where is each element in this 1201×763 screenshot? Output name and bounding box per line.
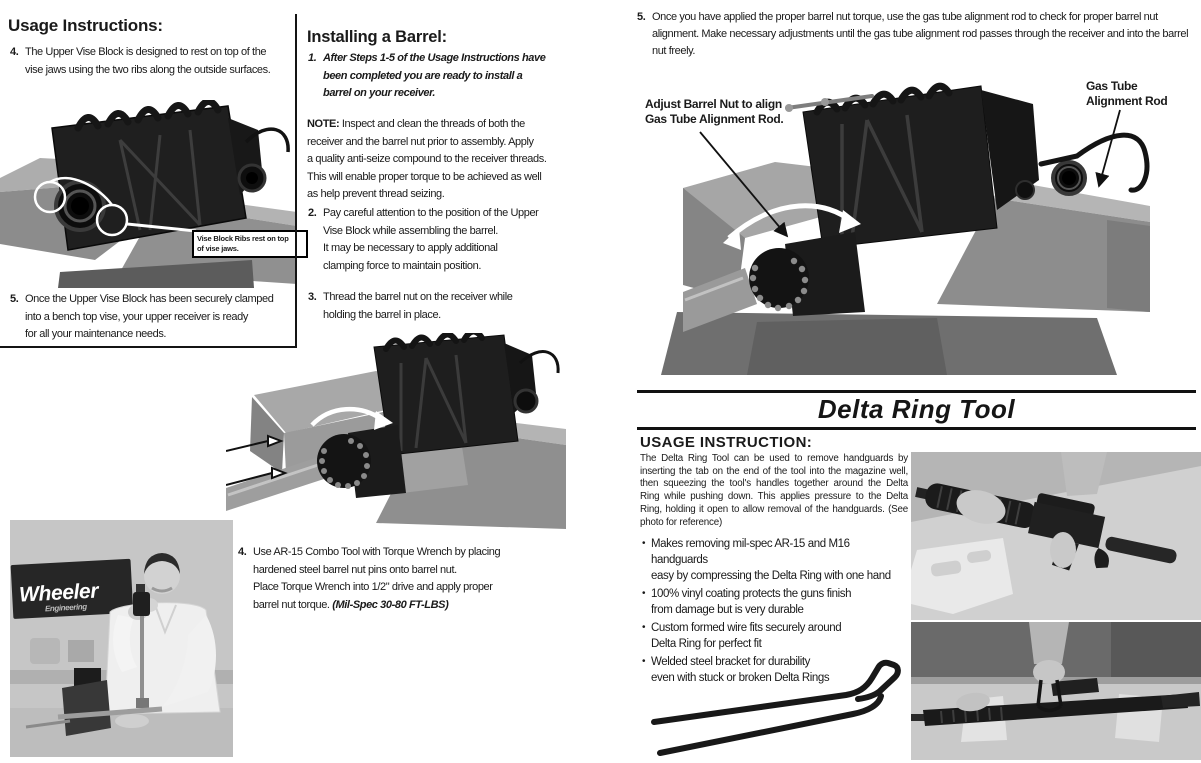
vise-block xyxy=(785,82,998,249)
delta-ring-tool-drawing xyxy=(651,659,901,756)
person xyxy=(104,553,221,728)
delta-title-rule-bottom xyxy=(637,427,1196,430)
step-number: 4. xyxy=(10,46,19,58)
step-number: 3. xyxy=(308,291,317,303)
step-number: 1. xyxy=(308,52,317,64)
bench-vise xyxy=(25,668,163,736)
install-step-4: 4. Use AR-15 Combo Tool with Torque Wren… xyxy=(238,544,568,614)
barrel xyxy=(226,457,324,511)
adjust-label-arrow-icon xyxy=(699,131,789,238)
handguard-removal-photo-2 xyxy=(911,622,1201,760)
arm xyxy=(1029,622,1069,664)
front-sight xyxy=(228,118,290,195)
gas-tube-alignment-photo xyxy=(661,82,1150,375)
wheeler-banner: Wheeler Engineering xyxy=(10,558,134,619)
step-number: 5. xyxy=(637,11,646,23)
hand xyxy=(956,692,990,712)
vise-block xyxy=(51,100,247,251)
step-number: 5. xyxy=(10,293,19,305)
step-text: Pay careful attention to the position of… xyxy=(323,207,539,272)
usage-instruction-paragraph: The Delta Ring Tool can be used to remov… xyxy=(640,453,908,528)
bullet-icon: • xyxy=(642,538,646,549)
handguard-removal-photo-1 xyxy=(911,452,1201,620)
step-number: 2. xyxy=(308,207,317,219)
delta-tool-feature-list: •Makes removing mil-spec AR-15 and M16 h… xyxy=(642,536,908,688)
adjust-barrel-nut-label: Adjust Barrel Nut to align Gas Tube Alig… xyxy=(645,97,784,126)
gas-tube-rod-label: Gas Tube Alignment Rod xyxy=(1086,79,1168,108)
torque-wrench xyxy=(133,584,150,708)
delta-ring-tool-title: Delta Ring Tool xyxy=(817,394,1016,424)
step-text: Once the Upper Vise Block has been secur… xyxy=(25,293,274,340)
insert-direction-arrows-icon xyxy=(226,434,288,486)
step-text: Use AR-15 Combo Tool with Torque Wrench … xyxy=(253,546,501,611)
usage-instruction-heading: USAGE INSTRUCTION: xyxy=(640,434,813,451)
note-label: NOTE: xyxy=(307,118,340,130)
installing-barrel-heading: Installing a Barrel: xyxy=(307,28,447,46)
front-sight xyxy=(981,90,1087,210)
install-note: NOTE: Inspect and clean the threads of b… xyxy=(307,116,599,204)
feature-item: •Welded steel bracket for durability eve… xyxy=(642,656,830,684)
note-text: Inspect and clean the threads of both th… xyxy=(307,118,547,200)
hand xyxy=(1050,532,1076,568)
bullet-icon: • xyxy=(642,656,646,667)
vise-block xyxy=(373,333,519,456)
torque-spec-emphasis: (Mil-Spec 30-80 FT-LBS) xyxy=(332,598,449,611)
install-step-5: 5. Once you have applied the proper barr… xyxy=(637,9,1194,60)
hand xyxy=(1033,660,1065,684)
install-step-3: 3. Thread the barrel nut on the receiver… xyxy=(308,289,598,324)
usage-instructions-heading: Usage Instructions: xyxy=(8,16,163,35)
barrel-threading-photo xyxy=(226,333,566,529)
feature-item: •Custom formed wire fits securely around… xyxy=(642,622,842,650)
rib-highlight-circles-icon xyxy=(33,176,197,237)
vise-ribs-callout: Vise Block Ribs rest on top of vise jaws… xyxy=(192,230,308,258)
step-text: After Steps 1-5 of the Usage Instruction… xyxy=(323,52,546,99)
usage-step-4: 4. The Upper Vise Block is designed to r… xyxy=(10,44,294,79)
front-sight xyxy=(504,343,560,414)
gas-tube-alignment-rod xyxy=(1038,132,1150,193)
delta-title-rule-top xyxy=(637,390,1196,393)
delta-ring-tool-in-use xyxy=(1036,679,1063,713)
feature-item: •100% vinyl coating protects the guns fi… xyxy=(642,588,852,616)
banner-subtitle: Engineering xyxy=(45,602,88,613)
install-step-1: 1. After Steps 1-5 of the Usage Instruct… xyxy=(308,50,598,103)
step-text: Once you have applied the proper barrel … xyxy=(652,11,1189,57)
section-divider-horizontal xyxy=(0,346,297,348)
adjust-rotation-arrow-icon xyxy=(723,203,861,250)
step-text: Thread the barrel nut on the receiver wh… xyxy=(323,291,513,321)
bullet-icon: • xyxy=(642,622,646,633)
step-text: The Upper Vise Block is designed to rest… xyxy=(25,46,271,76)
install-step-2: 2. Pay careful attention to the position… xyxy=(308,205,598,275)
bullet-icon: • xyxy=(642,588,646,599)
banner-title: Wheeler xyxy=(19,579,101,606)
usage-step-5: 5. Once the Upper Vise Block has been se… xyxy=(10,291,294,344)
hand xyxy=(956,490,1006,524)
column-divider-vertical xyxy=(295,14,297,348)
barrel-nut xyxy=(317,425,406,498)
step-number: 4. xyxy=(238,546,247,558)
upper-vise-block-photo xyxy=(0,100,297,288)
barrel-nut xyxy=(749,232,865,316)
barrel xyxy=(683,268,757,332)
rotation-arrow-icon xyxy=(310,407,393,430)
torque-wrench-photo: Wheeler Engineering xyxy=(10,520,233,757)
feature-item: •Makes removing mil-spec AR-15 and M16 h… xyxy=(642,538,891,582)
rod-label-arrow-icon xyxy=(1095,109,1121,188)
arm xyxy=(1061,452,1107,496)
